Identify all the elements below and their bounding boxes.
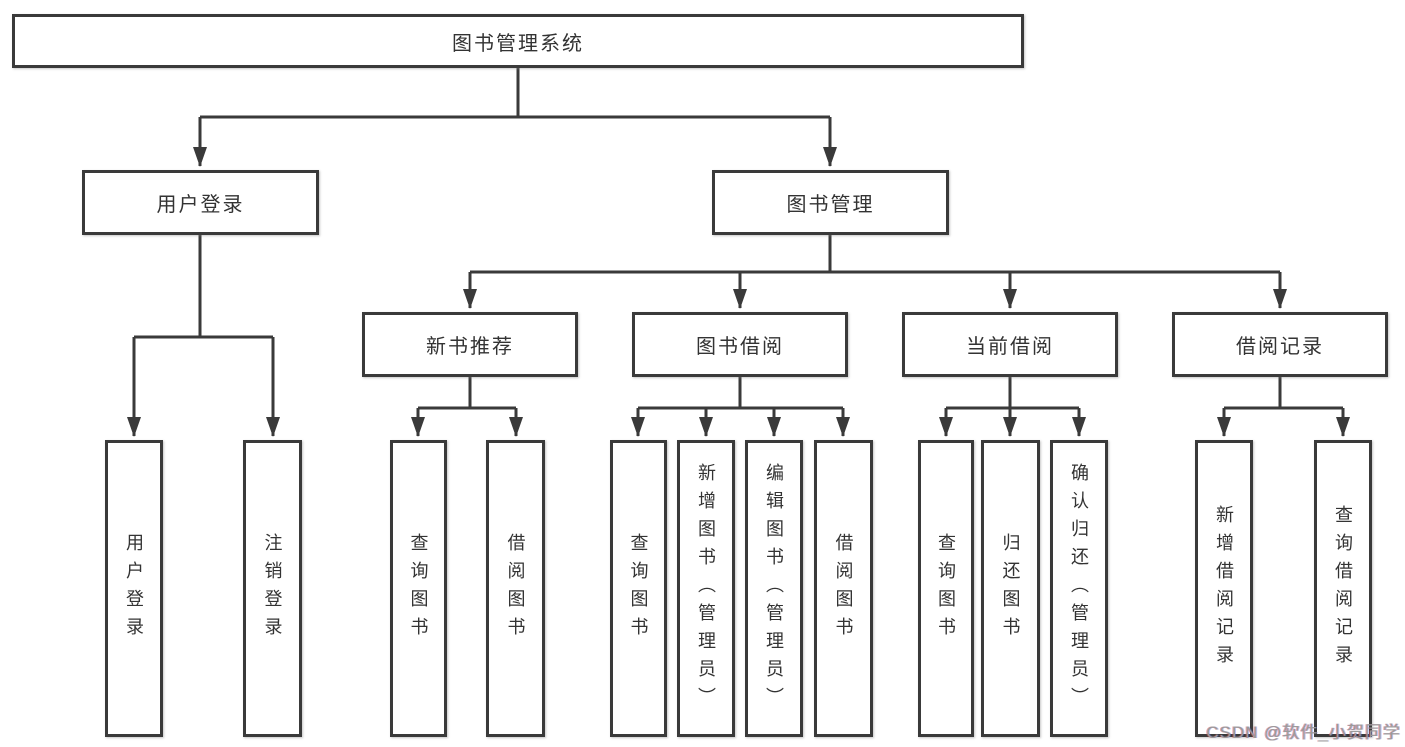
- node-borrowing-records: 借阅记录: [1172, 312, 1388, 377]
- leaf-user-login: 用户登录: [105, 440, 163, 737]
- node-user-login: 用户登录: [82, 170, 319, 235]
- csdn-watermark: CSDN @软件_小贺同学: [1206, 723, 1401, 742]
- leaf-borrow-books-recommend: 借阅图书: [486, 440, 545, 737]
- leaf-confirm-return-admin: 确认归还（管理员）: [1050, 440, 1108, 737]
- node-book-management: 图书管理: [712, 170, 949, 235]
- leaf-query-books-recommend: 查询图书: [390, 440, 447, 737]
- leaf-query-borrow-record: 查询借阅记录: [1314, 440, 1372, 737]
- leaf-borrow-books-borrowing: 借阅图书: [814, 440, 873, 737]
- leaf-query-books-borrowing: 查询图书: [610, 440, 667, 737]
- node-current-borrowing: 当前借阅: [902, 312, 1118, 377]
- leaf-edit-books-admin: 编辑图书（管理员）: [745, 440, 803, 737]
- leaf-logout-login: 注销登录: [243, 440, 302, 737]
- leaf-return-books: 归还图书: [981, 440, 1040, 737]
- node-book-borrowing: 图书借阅: [632, 312, 848, 377]
- node-new-book-recommendation: 新书推荐: [362, 312, 578, 377]
- leaf-add-books-admin: 新增图书（管理员）: [677, 440, 735, 737]
- leaf-add-borrow-record: 新增借阅记录: [1195, 440, 1253, 737]
- leaf-query-books-current: 查询图书: [918, 440, 974, 737]
- node-library-management-system: 图书管理系统: [12, 14, 1024, 68]
